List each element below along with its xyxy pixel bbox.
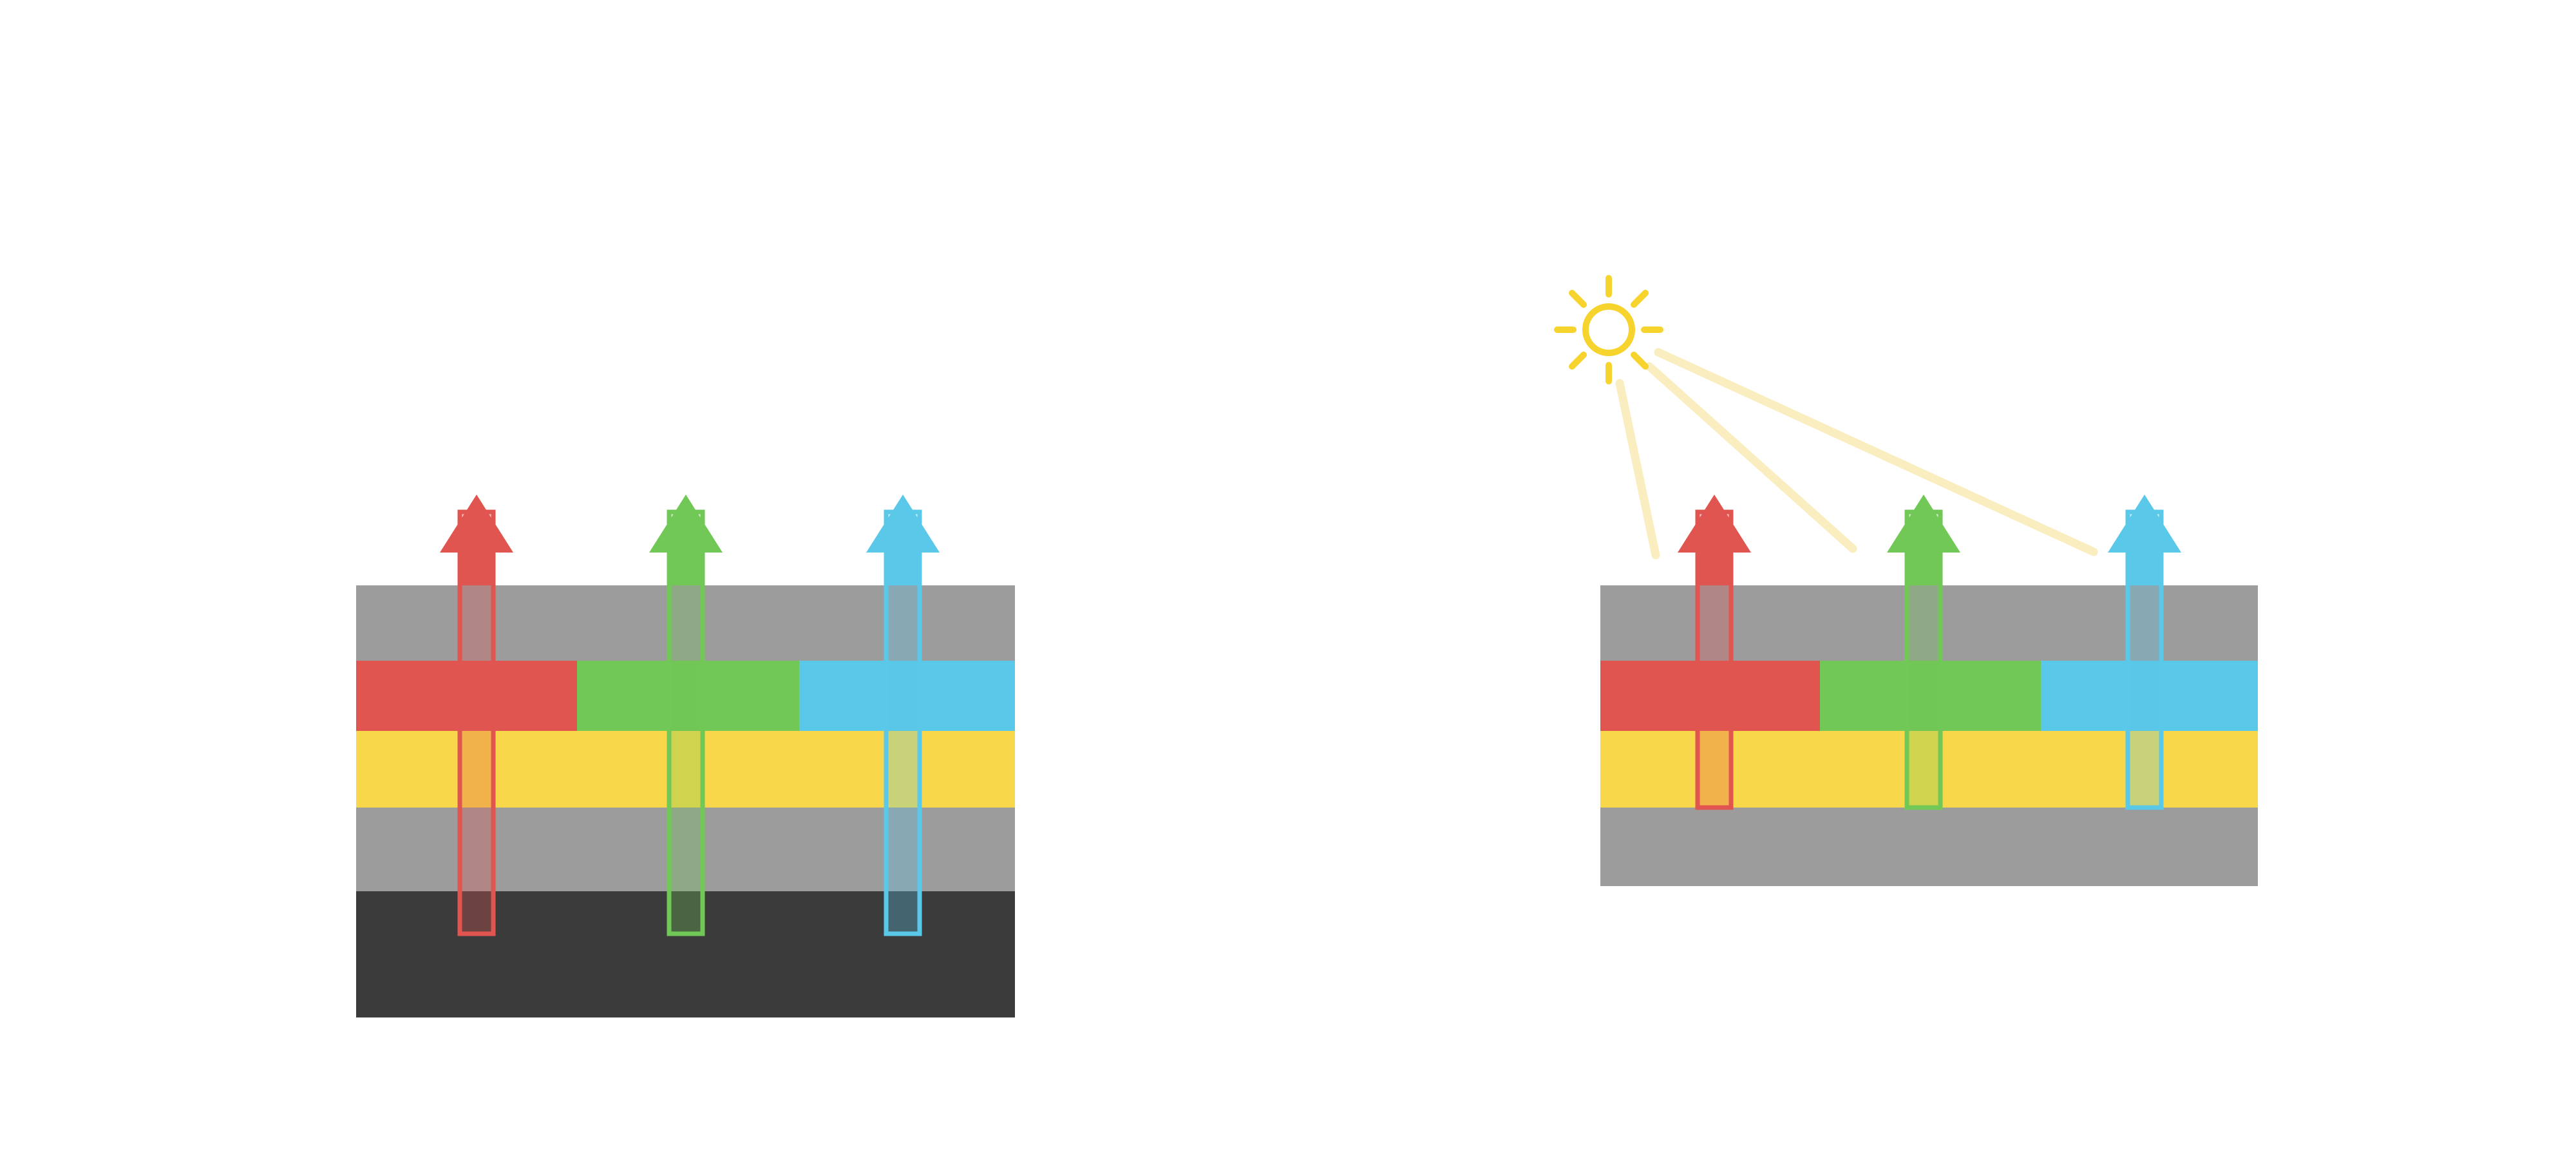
left-top-gray-layer — [356, 585, 1015, 661]
right-red-light-arrow-icon — [1678, 495, 1751, 585]
right-display-stack-diagram — [1554, 275, 2258, 886]
sun-beam-right — [1654, 348, 2098, 556]
left-bottom-gray-layer — [356, 808, 1015, 891]
right-blue-light-arrow-icon — [2108, 495, 2181, 585]
sun-beams — [1615, 348, 2098, 560]
left-blue-subpixel — [799, 661, 1015, 731]
right-green-subpixel — [1820, 661, 2041, 731]
right-red-subpixel — [1600, 661, 1820, 731]
right-bottom-gray-layer — [1600, 808, 2258, 886]
left-red-subpixel — [356, 661, 577, 731]
sun-beam-left — [1615, 379, 1660, 560]
left-red-light-arrow-icon — [440, 495, 513, 585]
right-yellow-layer — [1600, 731, 2258, 808]
right-green-light-arrow-icon — [1887, 495, 1960, 585]
sun-ray — [1631, 352, 1649, 370]
left-green-light-arrow-icon — [649, 495, 723, 585]
sun-ray — [1569, 352, 1587, 370]
right-blue-subpixel — [2041, 661, 2258, 731]
sun-disc — [1582, 303, 1635, 356]
right-top-gray-layer — [1600, 585, 2258, 661]
left-yellow-layer — [356, 731, 1015, 808]
left-display-stack-diagram — [356, 495, 1015, 1017]
left-green-subpixel — [577, 661, 799, 731]
sun-ray — [1569, 290, 1587, 308]
sun-beam-middle — [1645, 362, 1857, 553]
sun-ray — [1631, 290, 1649, 308]
left-dark-base-layer — [356, 891, 1015, 1017]
left-blue-light-arrow-icon — [866, 495, 940, 585]
sun-icon — [1554, 275, 1663, 384]
